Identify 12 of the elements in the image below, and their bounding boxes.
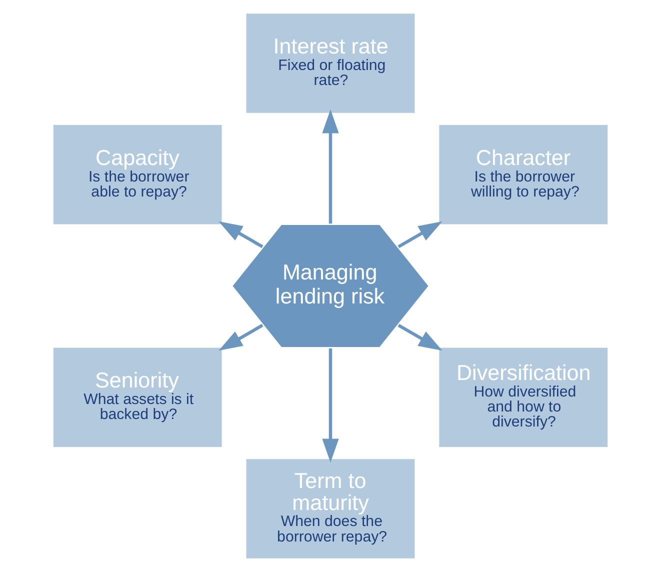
node-box: Interest rate Fixed or floating rate? bbox=[244, 11, 416, 116]
arrow bbox=[322, 348, 338, 463]
arrow bbox=[397, 221, 442, 248]
node-box: Diversification How diversified and how to diversify? bbox=[436, 346, 610, 450]
node-box: Character Is the borrower willing to repay? bbox=[436, 122, 610, 226]
arrow bbox=[218, 221, 263, 248]
node-box: Capacity Is the borrower able to repay? bbox=[50, 122, 224, 226]
arrow bbox=[218, 324, 263, 351]
arrow bbox=[397, 324, 442, 351]
node-box: Seniority What assets is it backed by? bbox=[50, 346, 224, 450]
node-box: Term to maturity When does the borrower repay? bbox=[244, 456, 416, 561]
arrow bbox=[322, 109, 338, 224]
